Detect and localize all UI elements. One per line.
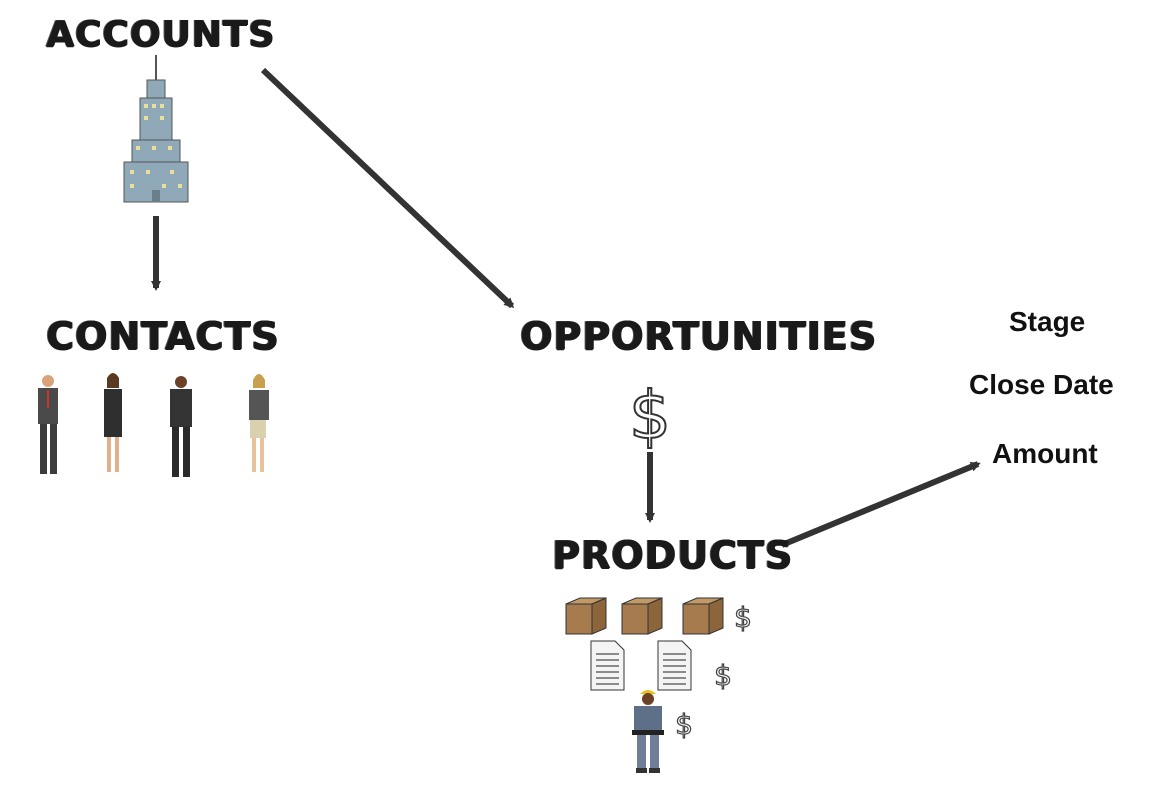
document-icon <box>657 640 692 691</box>
document-icon <box>590 640 625 691</box>
stage-label: Stage <box>1009 306 1086 337</box>
close-date-label: Close Date <box>969 369 1114 400</box>
businesswoman-icon <box>104 373 122 472</box>
box-icon <box>565 597 607 635</box>
dollar-icon: $ <box>629 377 671 454</box>
contacts-heading: CONTACTS <box>46 314 280 358</box>
amount-label: Amount <box>992 438 1098 469</box>
box-icon <box>682 597 724 635</box>
businessman-icon <box>38 375 58 474</box>
opportunities-heading: OPPORTUNITIES <box>520 314 877 358</box>
businesswoman-icon <box>249 374 269 472</box>
worker-icon <box>632 690 664 773</box>
box-icon <box>621 597 663 635</box>
dollar-icon: $ <box>734 601 752 634</box>
accounts-heading: ACCOUNTS <box>46 14 276 55</box>
arrow-products-to-fields <box>780 461 981 548</box>
building-icon <box>123 55 189 203</box>
businessman-icon <box>170 376 192 477</box>
dollar-icon: $ <box>714 659 732 692</box>
arrow-accounts-to-opportunities <box>260 67 515 309</box>
products-heading: PRODUCTS <box>552 533 793 577</box>
dollar-icon: $ <box>675 708 693 741</box>
